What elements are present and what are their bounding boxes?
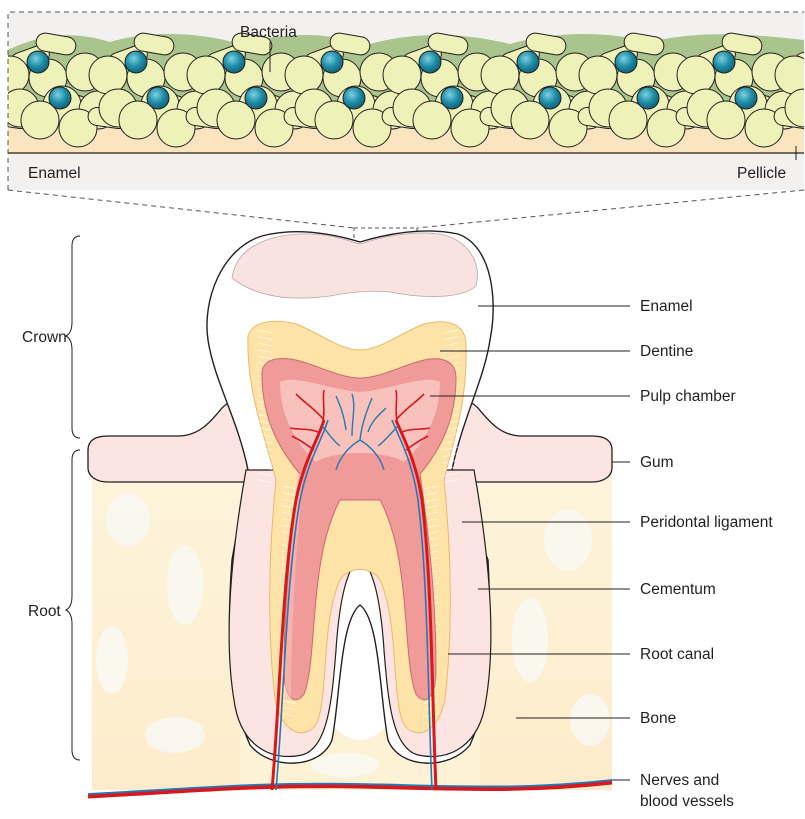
root-canal-label: Root canal: [640, 646, 714, 663]
blue-bacterium: [321, 51, 343, 73]
region-brackets: [66, 236, 80, 760]
pulp-chamber-label: Pulp chamber: [640, 388, 736, 405]
blue-bacterium: [125, 51, 147, 73]
coccus-bacterium: [187, 56, 225, 94]
plaque-inset: Bacteria Enamel Pellicle: [0, 12, 805, 190]
pellicle-label: Pellicle: [737, 165, 786, 182]
blue-bacterium: [735, 87, 757, 109]
coccus-bacterium: [481, 56, 519, 94]
blue-bacterium: [637, 87, 659, 109]
blue-bacterium: [27, 51, 49, 73]
enamel-label: Enamel: [640, 298, 693, 315]
coccus-bacterium: [285, 56, 323, 94]
nerves-label-line2: blood vessels: [640, 793, 734, 810]
blue-bacterium: [147, 87, 169, 109]
blue-bacterium: [615, 51, 637, 73]
coccus-bacterium: [383, 56, 421, 94]
blue-bacterium: [419, 51, 441, 73]
blue-bacterium: [713, 51, 735, 73]
zoom-line-left: [8, 190, 354, 228]
coccus-bacterium: [579, 56, 617, 94]
coccus-bacterium: [677, 56, 715, 94]
dentine-label: Dentine: [640, 343, 693, 360]
zoom-line-right: [417, 190, 804, 228]
tooth: [207, 231, 493, 763]
blue-bacterium: [539, 87, 561, 109]
bone-label: Bone: [640, 710, 676, 727]
blue-bacterium: [441, 87, 463, 109]
inset-enamel-label: Enamel: [28, 165, 81, 182]
crown-surface: [232, 233, 477, 298]
nerves-label-line1: Nerves and: [640, 772, 719, 789]
blue-bacterium: [245, 87, 267, 109]
blue-bacterium: [517, 51, 539, 73]
coccus-bacterium: [89, 56, 127, 94]
root-label: Root: [28, 603, 61, 620]
blue-bacterium: [343, 87, 365, 109]
blue-bacterium: [223, 51, 245, 73]
crown-label: Crown: [22, 329, 67, 346]
periodontal-ligament-label: Peridontal ligament: [640, 514, 773, 531]
blue-bacterium: [49, 87, 71, 109]
bacteria-label: Bacteria: [240, 24, 297, 41]
cementum-label: Cementum: [640, 581, 716, 598]
gum-label: Gum: [640, 454, 674, 471]
